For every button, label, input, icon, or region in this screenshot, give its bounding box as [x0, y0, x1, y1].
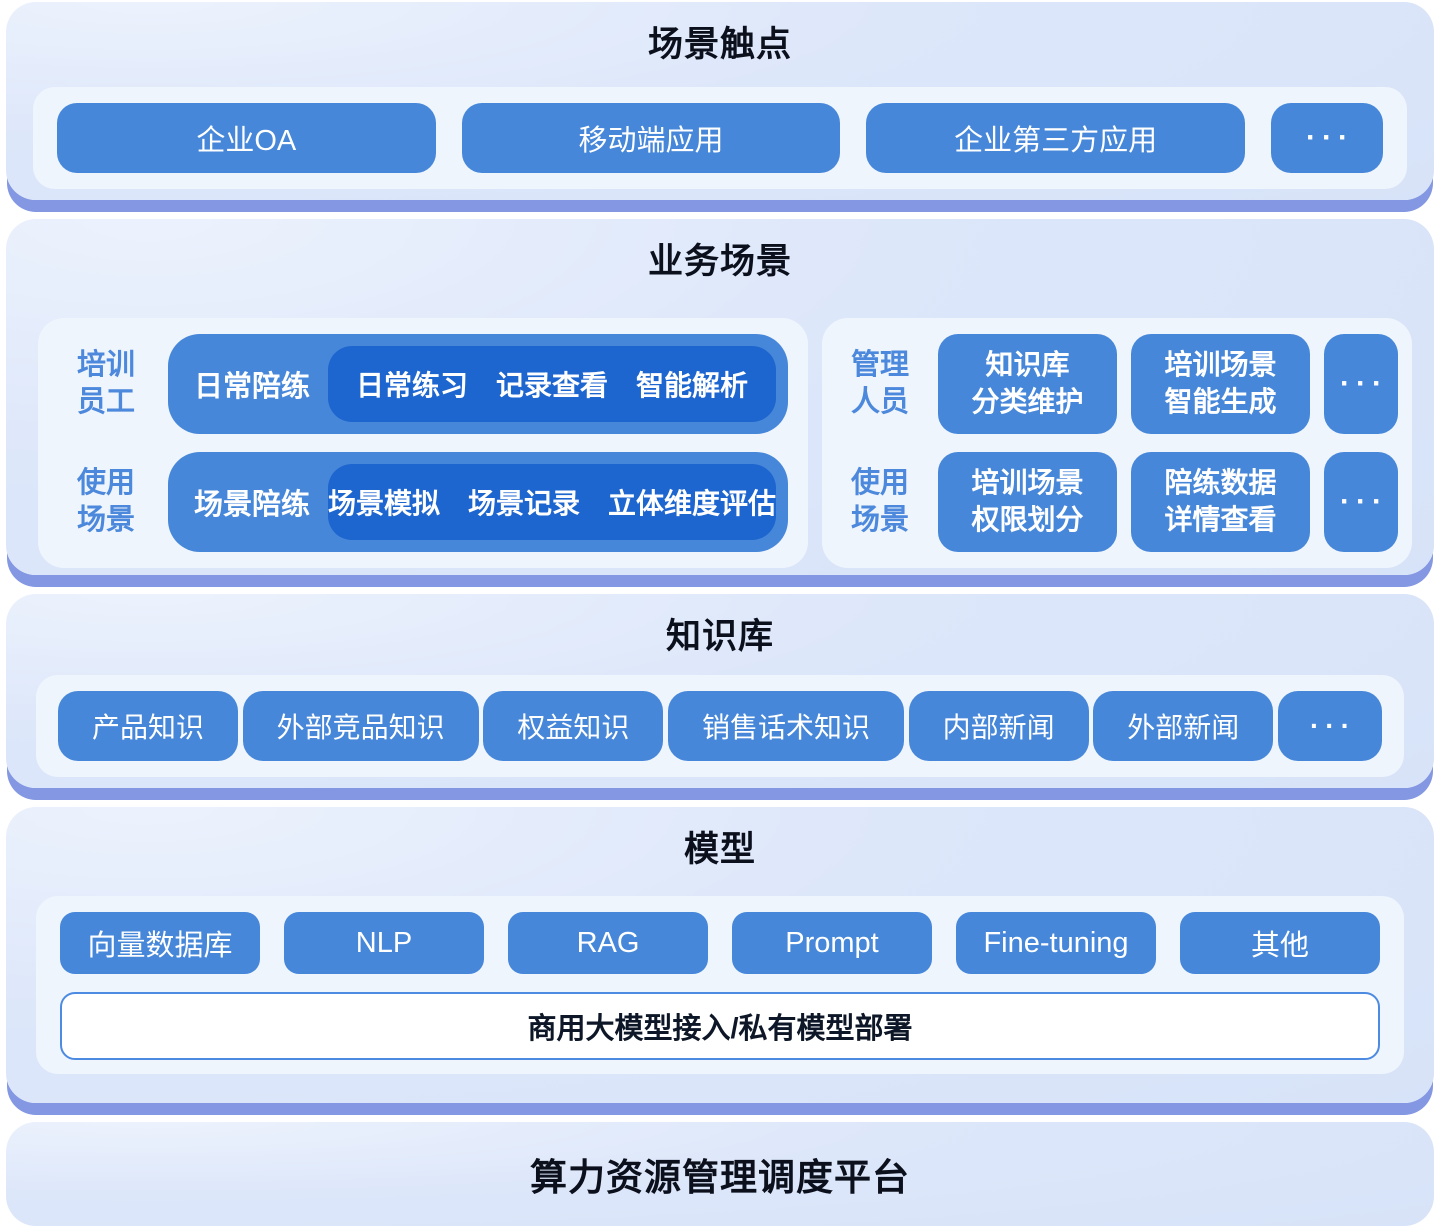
rag-button[interactable]: RAG: [508, 912, 708, 974]
model-panel: 向量数据库 NLP RAG Prompt Fine-tuning 其他 商用大模…: [36, 896, 1404, 1074]
button-label-line: 智能生成: [1164, 386, 1277, 417]
band-title-touchpoints: 场景触点: [647, 25, 792, 64]
other-model-button[interactable]: 其他: [1180, 912, 1380, 974]
coaching-data-detail-button[interactable]: 陪练数据 详情查看: [1131, 452, 1310, 552]
pill-item: 记录查看: [496, 370, 609, 401]
rights-knowledge-button[interactable]: 权益知识: [483, 691, 664, 761]
admin-scenarios-panel: 管理 人员 知识库 分类维护 培训场景 智能生成 ··· 使用: [822, 318, 1412, 568]
band-title-business: 业务场景: [647, 242, 792, 281]
enterprise-oa-button[interactable]: 企业OA: [57, 103, 436, 173]
product-knowledge-button[interactable]: 产品知识: [58, 691, 239, 761]
band-platform: 算力资源管理调度平台: [6, 1122, 1434, 1226]
button-label-line: 陪练数据: [1164, 467, 1277, 499]
daily-coaching-pill-label: 日常陪练: [194, 371, 311, 403]
sales-script-knowledge-button[interactable]: 销售话术知识: [667, 691, 904, 761]
scenario-coaching-pill[interactable]: 场景陪练 场景模拟 场景记录 立体维度评估: [168, 452, 789, 552]
usage-role-label: 使用 场景: [58, 465, 154, 539]
admin-usage-role-label: 使用 场景: [836, 465, 924, 539]
role-line: 使用: [76, 466, 135, 499]
pill-item: 场景记录: [468, 488, 581, 519]
admin-more-button[interactable]: ···: [1324, 334, 1398, 434]
model-access-bar[interactable]: 商用大模型接入/私有模型部署: [60, 992, 1380, 1060]
daily-coaching-row: 培训 员工 日常陪练 日常练习 记录查看 智能解析: [58, 334, 789, 434]
daily-coaching-pill[interactable]: 日常陪练 日常练习 记录查看 智能解析: [168, 334, 789, 434]
trainee-role-label: 培训 员工: [58, 347, 154, 421]
role-line: 场景: [76, 504, 135, 536]
band-touchpoints: 场景触点 企业OA 移动端应用 企业第三方应用 ···: [6, 2, 1434, 200]
band-title-knowledge: 知识库: [665, 617, 774, 656]
scenario-coaching-features-pill[interactable]: 场景模拟 场景记录 立体维度评估: [328, 464, 777, 540]
role-line: 员工: [76, 386, 135, 418]
scenario-coaching-pill-label: 场景陪练: [194, 489, 311, 521]
third-party-app-button[interactable]: 企业第三方应用: [866, 103, 1246, 173]
vector-db-button[interactable]: 向量数据库: [60, 912, 260, 974]
band-business: 业务场景 培训 员工 日常陪练 日常练习 记录查看 智能解析: [6, 219, 1434, 575]
internal-news-button[interactable]: 内部新闻: [908, 691, 1089, 761]
admin-row: 管理 人员 知识库 分类维护 培训场景 智能生成 ···: [836, 334, 1398, 434]
knowledge-panel: 产品知识 外部竞品知识 权益知识 销售话术知识 内部新闻 外部新闻 ···: [36, 675, 1404, 777]
knowledge-more-button[interactable]: ···: [1277, 691, 1382, 761]
button-label-line: 知识库: [985, 349, 1070, 381]
pill-item: 立体维度评估: [608, 488, 777, 519]
pill-item: 日常练习: [356, 370, 469, 401]
admin-usage-more-button[interactable]: ···: [1324, 452, 1398, 552]
role-line: 使用: [851, 466, 910, 499]
training-scene-generate-button[interactable]: 培训场景 智能生成: [1131, 334, 1310, 434]
role-line: 场景: [851, 504, 910, 536]
prompt-button[interactable]: Prompt: [732, 912, 932, 974]
daily-coaching-features-pill[interactable]: 日常练习 记录查看 智能解析: [328, 346, 777, 422]
role-line: 人员: [851, 386, 910, 418]
nlp-button[interactable]: NLP: [284, 912, 484, 974]
band-model: 模型 向量数据库 NLP RAG Prompt Fine-tuning 其他 商…: [6, 807, 1434, 1103]
admin-usage-row: 使用 场景 培训场景 权限划分 陪练数据 详情查看 ···: [836, 452, 1398, 552]
external-news-button[interactable]: 外部新闻: [1093, 691, 1274, 761]
business-content-row: 培训 员工 日常陪练 日常练习 记录查看 智能解析 使用: [38, 318, 1412, 568]
touchpoints-panel: 企业OA 移动端应用 企业第三方应用 ···: [33, 87, 1407, 189]
employee-scenarios-panel: 培训 员工 日常陪练 日常练习 记录查看 智能解析 使用: [38, 318, 809, 568]
button-label-line: 培训场景: [971, 467, 1084, 499]
mobile-app-button[interactable]: 移动端应用: [461, 103, 841, 173]
role-line: 管理: [851, 348, 910, 381]
fine-tuning-button[interactable]: Fine-tuning: [956, 912, 1156, 974]
band-knowledge: 知识库 产品知识 外部竞品知识 权益知识 销售话术知识 内部新闻 外部新闻 ··…: [6, 594, 1434, 788]
competitor-knowledge-button[interactable]: 外部竞品知识: [242, 691, 479, 761]
model-buttons-row: 向量数据库 NLP RAG Prompt Fine-tuning 其他: [60, 912, 1380, 974]
band-title-platform: 算力资源管理调度平台: [530, 1157, 910, 1198]
scenario-coaching-row: 使用 场景 场景陪练 场景模拟 场景记录 立体维度评估: [58, 452, 789, 552]
role-line: 培训: [76, 348, 135, 381]
kb-category-maintain-button[interactable]: 知识库 分类维护: [938, 334, 1118, 434]
scene-permission-button[interactable]: 培训场景 权限划分: [938, 452, 1118, 552]
pill-item: 智能解析: [636, 370, 749, 401]
pill-item: 场景模拟: [328, 488, 441, 519]
touchpoints-more-button[interactable]: ···: [1271, 103, 1384, 173]
band-title-model: 模型: [683, 830, 756, 869]
admin-role-label: 管理 人员: [836, 347, 924, 421]
button-label-line: 分类维护: [971, 386, 1084, 417]
button-label-line: 权限划分: [971, 504, 1084, 535]
button-label-line: 详情查看: [1164, 504, 1277, 535]
button-label-line: 培训场景: [1164, 349, 1277, 381]
